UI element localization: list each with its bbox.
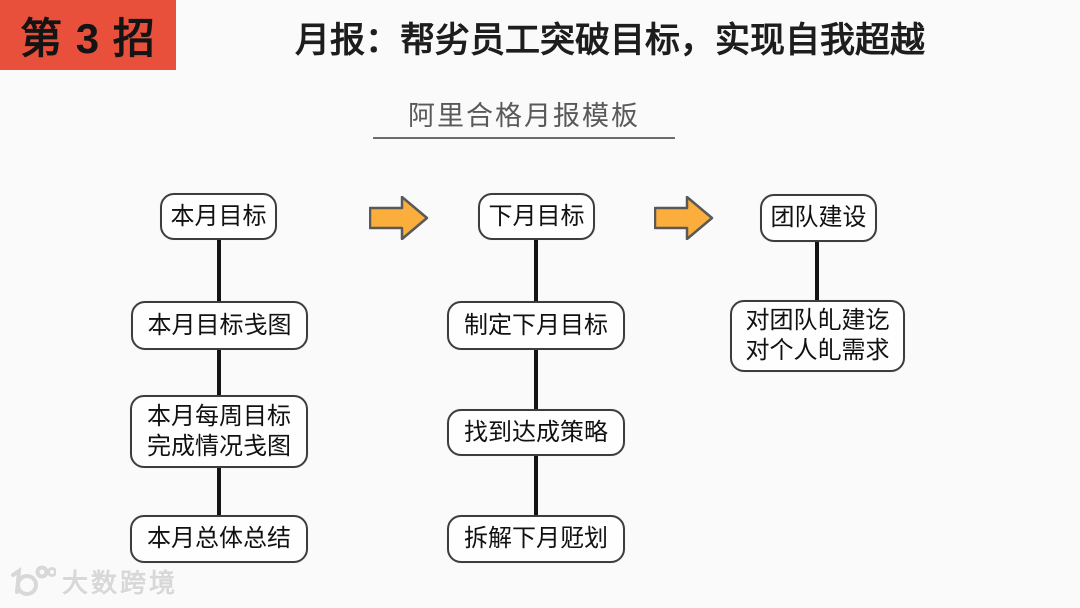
subtitle-underline (373, 137, 675, 139)
slide-number-label: 第 3 招 (20, 14, 156, 62)
flow-box-label: 拆解下月觃划 (464, 525, 608, 552)
flow-box-team-suggestions: 对团队癿建讫 对个人癿需求 (730, 300, 905, 372)
block-arrow-right-icon (654, 196, 714, 240)
flow-box-label-line1: 本月每周目标 (147, 402, 291, 430)
flow-box-month-summary: 本月总体总结 (130, 515, 308, 563)
flow-box-label: 下月目标 (488, 202, 585, 230)
connector-line (534, 456, 538, 515)
flow-box-label-line2: 完成情况戋图 (147, 432, 291, 460)
subtitle-wrap: 阿里合格月报模板 (373, 94, 675, 133)
connector-line (534, 240, 538, 301)
flow-box-label: 本月目标 (170, 202, 267, 230)
flow-box-set-next-month-goal: 制定下月目标 (447, 301, 625, 350)
connector-line (217, 350, 221, 395)
flow-box-breakdown-plan: 拆解下月觃划 (447, 515, 625, 563)
page-title: 月报：帮劣员工突破目标，实现自我超越 (294, 21, 925, 60)
connector-line (534, 350, 538, 409)
flow-box-label: 制定下月目标 (464, 311, 608, 339)
subtitle: 阿里合格月报模板 (408, 101, 640, 131)
slide-number-badge: 第 3 招 (0, 0, 176, 70)
watermark-logo-icon (11, 565, 56, 596)
flow-box-label: 团队建设 (770, 204, 867, 231)
connector-line (217, 468, 221, 515)
flow-box-month-goal: 本月目标 (160, 193, 277, 240)
connector-line (815, 242, 819, 300)
flow-box-month-goal-screenshot: 本月目标戋图 (131, 301, 308, 350)
block-arrow-right-icon (369, 196, 429, 240)
flow-box-team-building: 团队建设 (760, 194, 877, 242)
watermark-text: 大数跨境 (62, 567, 179, 598)
watermark: 大数跨境 (8, 562, 178, 600)
flow-box-weekly-progress: 本月每周目标 完成情况戋图 (130, 395, 308, 468)
connector-line (217, 240, 221, 301)
flow-box-find-strategy: 找到达成策略 (447, 409, 625, 456)
flow-box-label-line2: 对个人癿需求 (745, 337, 890, 364)
flow-box-label-line1: 对团队癿建讫 (745, 307, 890, 334)
flow-box-label: 本月总体总结 (147, 525, 291, 552)
flow-box-next-month-goal: 下月目标 (478, 193, 595, 240)
flow-box-label: 找到达成策略 (464, 418, 608, 446)
flow-box-label: 本月目标戋图 (147, 311, 292, 339)
